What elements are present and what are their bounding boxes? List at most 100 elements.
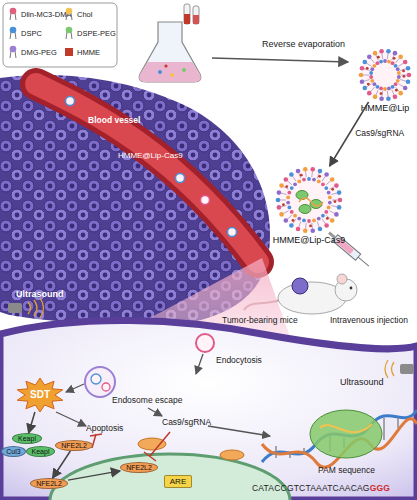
lipid-head [396,67,400,71]
hmme-dot [300,174,303,177]
process-arrow [56,412,86,426]
lipid-head [391,85,395,89]
hmme-icon [65,48,73,56]
vessel-particles [66,97,237,237]
lipid-head [397,71,401,75]
hmme-dot [402,70,405,73]
lipid-head [324,210,328,214]
lipid-head [379,60,383,64]
lipid-tail [326,215,330,219]
lipid-head [302,218,306,222]
pam-bases: GGG [370,484,390,493]
mitochondrion [138,438,166,450]
lipid-head [379,87,383,91]
lipid-head-icon [66,27,73,34]
legend-entry: DSPC [7,26,42,40]
structure-label: Blood vessel [88,116,140,125]
hmme-dot [380,92,383,95]
lipid-head [360,79,365,84]
node-text: SDT [30,390,50,400]
nucleus [50,454,290,500]
lipid-head [337,190,342,195]
lipid-head [393,95,398,100]
lipid-tail [331,193,337,194]
node-text: Keapl [18,435,36,442]
lipid-head [396,79,400,83]
process-arrow [212,58,348,62]
lipid-tail [381,53,383,59]
lipid-tail [366,84,371,87]
ultrasound-probe [8,298,44,318]
lipid-head [289,223,294,228]
lipid-head [367,55,372,60]
lipid-head [370,79,374,83]
mitochondrion [220,450,244,460]
lipid-tail [363,75,369,76]
legend-icon [63,7,75,21]
mouse-ear [337,274,347,284]
lipid-tail [366,63,371,66]
lipid-head [303,167,308,172]
legend-entry: DSPE-PEG [63,26,116,40]
lipid-head-icon [66,8,73,15]
lipid-head [397,75,401,79]
lipid-head [293,214,297,218]
liposome: HMME@Lip [358,48,412,102]
lipid-tail [283,211,288,214]
lipid-head [373,95,378,100]
lipid-tail [311,171,313,177]
lipid-head [367,91,372,96]
lipid-head [373,51,378,56]
lipid-tail [395,58,399,63]
ultrasound-probe [385,360,414,378]
lipid-head [338,198,343,203]
lipid-head [403,86,408,91]
lipid-head [286,201,290,205]
lipid-tail [305,171,307,177]
outcome-label: Apoptosis [86,424,123,433]
hmme-dot [292,219,295,222]
lipid-head [276,198,281,203]
lipid-tail [364,80,370,82]
legend-entry: Chol [63,7,92,21]
lipid-head [324,172,329,177]
protein-oval: Keapl [26,446,55,457]
lipid-head [307,219,311,223]
dna-sequence: CATACCGTCTAAATCAACAG [252,484,370,493]
lipid-head [303,228,308,233]
lipid-head [359,73,364,78]
lipid-head [407,73,412,78]
node-text: HMME@Lip [361,104,410,113]
nanoparticle [66,97,75,106]
lipid-head-icon [10,8,17,15]
lipid-bilayer [276,167,343,233]
hmme-dot [326,217,329,220]
response-element: ARE [164,475,192,488]
node-text: Keapl [32,448,50,455]
blood-vessel [36,84,258,262]
lipid-tail [398,84,403,87]
lipid-head [297,217,301,221]
legend-frame [3,3,117,67]
lipid-head [398,91,403,96]
lipid-head [290,210,294,214]
lipid-tail [293,176,296,181]
lipid-bilayer [359,49,412,101]
hmme-dot [366,67,369,70]
lipid-head [277,205,282,210]
stimulus-label: Ultrasound [340,378,384,388]
process-label: Reverse evaporation [262,40,345,50]
legend-entry: Dlin-MC3-DMA [7,7,71,21]
liposome-core [361,51,409,99]
flask-body [139,22,201,82]
legend-entry: DMG-PEG [7,45,57,59]
lipid-head [317,180,321,184]
sequence-label: PAM sequence [318,466,375,475]
probe-head [8,303,22,313]
connector-arrow [29,412,35,433]
lipid-head [317,217,321,221]
lipid-head [277,190,282,195]
ultrasound-waves [28,298,44,318]
lipid-dot [164,64,167,67]
lipid-head [387,60,391,64]
